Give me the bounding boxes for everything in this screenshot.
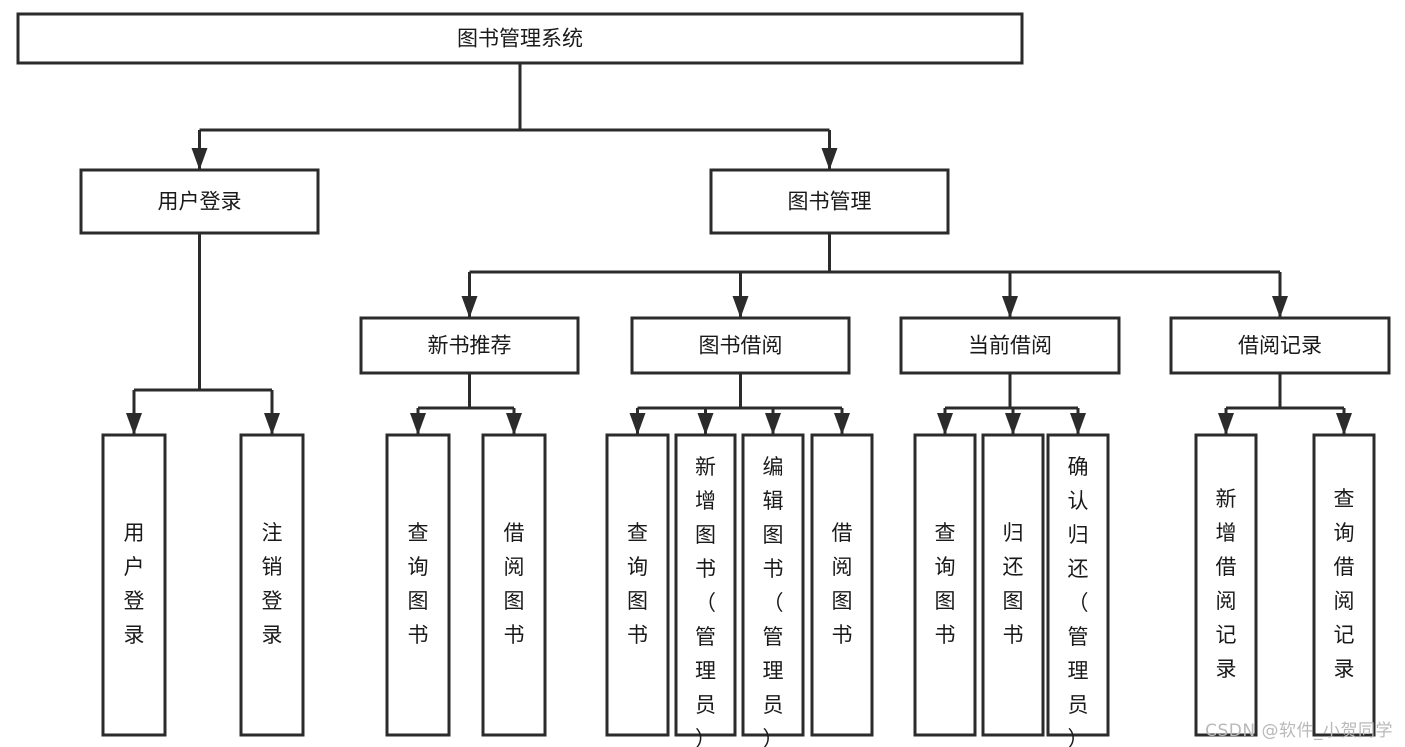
node-box-user-login-login <box>101 433 167 737</box>
node-new-book-recommend[interactable]: 新书推荐 <box>359 316 580 375</box>
node-label-book-borrow: 图书借阅 <box>699 334 783 358</box>
node-borrow-record[interactable]: 借阅记录 <box>1169 316 1391 375</box>
node-box-current-query-book <box>913 433 977 737</box>
arrow-head-icon-borrow-record <box>1272 296 1288 318</box>
arrow-head-icon-user-login <box>191 148 208 170</box>
node-record-query[interactable]: 查询借阅记录 <box>1312 433 1376 737</box>
arrow-head-icon-borrow-query-book <box>629 413 646 435</box>
node-label-borrow-edit-book: 编辑图书（管理员） <box>763 455 784 747</box>
arrow-head-icon-user-login-logout <box>264 413 280 435</box>
node-current-return-book[interactable]: 归还图书 <box>981 433 1045 737</box>
node-label-current-return-book: 归还图书 <box>1003 521 1024 647</box>
node-layer: 图书管理系统用户登录用户登录注销登录图书管理新书推荐查询图书借阅图书图书借阅查询… <box>16 12 1391 747</box>
node-box-record-query <box>1312 433 1376 737</box>
node-box-borrow-record <box>1169 316 1391 375</box>
node-box-record-add <box>1194 433 1258 737</box>
node-record-add[interactable]: 新增借阅记录 <box>1194 433 1258 737</box>
node-borrow-borrow-book[interactable]: 借阅图书 <box>810 433 874 737</box>
node-label-user-login-logout: 注销登录 <box>262 521 283 647</box>
node-box-user-login-logout <box>239 433 305 737</box>
node-label-root: 图书管理系统 <box>457 27 583 51</box>
node-book-borrow[interactable]: 图书借阅 <box>630 316 851 375</box>
node-recommend-query-book[interactable]: 查询图书 <box>385 433 451 737</box>
node-box-borrow-edit-book <box>741 433 805 737</box>
arrow-head-icon-user-login-login <box>126 413 142 435</box>
node-user-login[interactable]: 用户登录 <box>79 168 320 235</box>
node-user-login-logout[interactable]: 注销登录 <box>239 433 305 737</box>
node-label-user-login: 用户登录 <box>158 190 242 214</box>
node-box-current-confirm-return <box>1046 433 1110 737</box>
node-label-recommend-query-book: 查询图书 <box>408 521 429 647</box>
connector-layer <box>126 63 1352 435</box>
node-label-borrow-record: 借阅记录 <box>1238 334 1322 358</box>
node-label-recommend-borrow-book: 借阅图书 <box>504 521 525 647</box>
arrow-head-icon-record-add <box>1218 413 1234 435</box>
node-label-borrow-add-book: 新增图书（管理员） <box>695 455 716 747</box>
arrow-head-icon-borrow-add-book <box>697 413 714 435</box>
node-user-login-login[interactable]: 用户登录 <box>101 433 167 737</box>
arrow-head-icon-borrow-borrow-book <box>834 413 850 435</box>
node-label-new-book-recommend: 新书推荐 <box>428 334 512 358</box>
node-box-borrow-query-book <box>605 433 670 737</box>
arrow-head-icon-current-confirm-return <box>1070 413 1086 435</box>
node-box-current-borrow <box>899 316 1121 375</box>
node-borrow-add-book[interactable]: 新增图书（管理员） <box>674 433 737 747</box>
arrow-head-icon-recommend-borrow-book <box>506 413 522 435</box>
node-box-user-login <box>79 168 320 235</box>
arrow-head-icon-recommend-query-book <box>410 413 426 435</box>
node-label-record-add: 新增借阅记录 <box>1216 487 1237 681</box>
node-label-current-query-book: 查询图书 <box>935 521 956 647</box>
node-box-borrow-add-book <box>674 433 737 737</box>
node-box-current-return-book <box>981 433 1045 737</box>
node-label-record-query: 查询借阅记录 <box>1334 487 1355 681</box>
node-box-borrow-borrow-book <box>810 433 874 737</box>
arrow-head-icon-borrow-edit-book <box>765 413 781 435</box>
node-box-book-borrow <box>630 316 851 375</box>
node-box-new-book-recommend <box>359 316 580 375</box>
arrow-head-icon-book-borrow <box>732 296 749 318</box>
node-recommend-borrow-book[interactable]: 借阅图书 <box>481 433 547 737</box>
node-label-borrow-borrow-book: 借阅图书 <box>832 521 853 647</box>
node-current-borrow[interactable]: 当前借阅 <box>899 316 1121 375</box>
node-current-confirm-return[interactable]: 确认归还（管理员） <box>1046 433 1110 747</box>
node-book-manage[interactable]: 图书管理 <box>709 168 950 235</box>
node-label-borrow-query-book: 查询图书 <box>627 521 648 647</box>
arrow-head-icon-book-manage <box>821 148 838 170</box>
node-label-current-confirm-return: 确认归还（管理员） <box>1068 455 1089 747</box>
node-label-current-borrow: 当前借阅 <box>968 334 1052 358</box>
node-box-recommend-query-book <box>385 433 451 737</box>
node-label-user-login-login: 用户登录 <box>124 521 145 647</box>
node-box-recommend-borrow-book <box>481 433 547 737</box>
arrow-head-icon-new-book-recommend <box>461 296 478 318</box>
node-root[interactable]: 图书管理系统 <box>16 12 1024 65</box>
arrow-head-icon-current-return-book <box>1005 413 1021 435</box>
arrow-head-icon-record-query <box>1336 413 1352 435</box>
arrow-head-icon-current-borrow <box>1002 296 1018 318</box>
node-current-query-book[interactable]: 查询图书 <box>913 433 977 737</box>
node-borrow-edit-book[interactable]: 编辑图书（管理员） <box>741 433 805 747</box>
node-box-book-manage <box>709 168 950 235</box>
arrow-head-icon-current-query-book <box>937 413 953 435</box>
node-box-root <box>16 12 1024 65</box>
node-label-book-manage: 图书管理 <box>788 190 872 214</box>
node-borrow-query-book[interactable]: 查询图书 <box>605 433 670 737</box>
